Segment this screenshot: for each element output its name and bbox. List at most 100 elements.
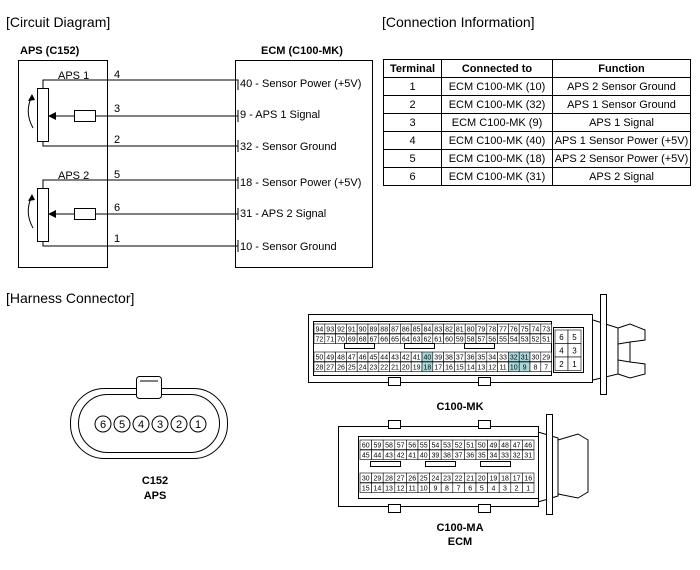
c100-ma-pin-number: 55 [420,443,428,450]
c100-ma-pin-number: 36 [466,453,474,460]
c100-mk-pin-number: 17 [434,365,442,372]
c100-ma-pin-number: 53 [443,443,451,450]
c100-mk-key-slots [344,343,495,349]
table-cell: ECM C100-MK (9) [441,113,553,132]
table-cell: APS 2 Sensor Ground [552,77,691,96]
c100-mk-pin-number: 83 [434,327,442,334]
c100-ma-key-slots [370,461,511,467]
c100-ma-pin-number: 34 [490,453,498,460]
c152-pin [170,415,188,433]
c100-mk-pin-number: 26 [337,365,345,372]
c100-mk-pin-number: 39 [434,355,442,362]
c100-mk-pin-number: 76 [510,327,518,334]
table-cell: 4 [383,131,442,150]
c100-mk-pin-number: 28 [316,365,324,372]
c100-mk-pin-number: 10 [510,365,518,372]
c100-mk-pin-number: 30 [532,355,540,362]
table-cell: ECM C100-MK (40) [441,131,553,150]
c100-mk-side-pin [567,356,582,371]
c100-mk-pin [540,333,552,344]
c100-ma-pin-number: 21 [466,476,474,483]
connection-info-title: [Connection Information] [382,14,535,30]
table-cell: ECM C100-MK (10) [441,77,553,96]
circuit-diagram [18,60,373,268]
c100-mk-pin-number: 13 [478,365,486,372]
c100-mk-pin-number: 34 [488,355,496,362]
c100-mk-pin-number: 61 [434,337,442,344]
c100-mk-pin-number: 42 [402,355,410,362]
aps-header: APS (C152) [20,45,80,57]
c100-ma-pin-number: 16 [524,476,532,483]
c100-ma-pin-number: 19 [490,476,498,483]
c100-ma-pin-number: 37 [455,453,463,460]
c100-mk-pin-number: 24 [359,365,367,372]
c100-mk-pin-number: 81 [456,327,464,334]
c100-mk-pin-number: 55 [499,337,507,344]
c100-mk-pin-number: 38 [445,355,453,362]
ecm-header: ECM (C100-MK) [261,45,343,57]
c100-ma-pin-number: 6 [468,486,472,493]
ecm-pin-10: 10 - Sensor Ground [240,241,337,253]
c100-ma-pin-number: 43 [385,453,393,460]
aps2-potentiometer-icon [27,188,96,242]
c100-mk-pin-number: 15 [456,365,464,372]
c100-ma-pin-number: 14 [374,486,382,493]
c100-mk-side-pin-number: 4 [559,347,564,356]
aps-pin-label: 5 [114,169,121,181]
c100-mk-pin [540,351,552,362]
circuit-diagram-title: [Circuit Diagram] [6,14,111,30]
c100-mk-pin-number: 79 [478,327,486,334]
c100-mk-pin-number: 89 [370,327,378,334]
c152-pin [189,415,207,433]
table-cell: ECM C100-MK (31) [441,167,553,186]
c100-mk-pin-number: 69 [348,337,356,344]
c100-ma-pin-number: 12 [397,486,405,493]
c100-ma-pin-number: 30 [362,476,370,483]
c100-mk-pin-number: 84 [424,327,432,334]
c152-label: C152 [141,475,169,487]
c100-ma-pin-number: 39 [432,453,440,460]
c100-mk-pin-number: 40 [424,355,432,362]
c152-pin-number: 5 [119,419,125,431]
column-header: Function [552,59,691,78]
c100-mk-pin-number: 23 [370,365,378,372]
c100-ma-pin-number: 3 [503,486,507,493]
c100-ma-pin-number: 29 [374,476,382,483]
c100-ma-pin-number: 7 [457,486,461,493]
c100-mk-pin-number: 43 [391,355,399,362]
table-cell: APS 1 Sensor Power (+5V) [552,131,691,150]
table-row: 2 ECM C100-MK (32) APS 1 Sensor Ground [383,95,691,114]
c100-ma-pin [522,482,535,493]
c100-mk-pin-number: 41 [413,355,421,362]
c100-ma-pin-number: 25 [420,476,428,483]
c100-ma-pin-number: 8 [445,486,449,493]
c100-mk-pin-number: 85 [413,327,421,334]
aps1-potentiometer-icon [27,88,96,142]
c100-ma-pin-number: 50 [478,443,486,450]
ecm-pin-9: 9 - APS 1 Signal [240,109,321,121]
connection-table: Terminal Connected to Function 1 ECM C10… [383,59,691,186]
c100-mk-pin-number: 20 [402,365,410,372]
c100-mk-pin-number: 78 [488,327,496,334]
table-row: 1 ECM C100-MK (10) APS 2 Sensor Ground [383,77,691,96]
c100-mk-pin-number: 94 [316,327,324,334]
table-cell: 6 [383,167,442,186]
c100-ma-pin-number: 57 [397,443,405,450]
c100-ma-pin-number: 46 [524,443,532,450]
c100-mk-pin-number: 25 [348,365,356,372]
table-cell: ECM C100-MK (32) [441,95,553,114]
table-cell: 5 [383,149,442,168]
c100-mk-pin [540,323,552,334]
c100-ma-pin-number: 40 [420,453,428,460]
table-cell: 2 [383,95,442,114]
c100-mk-pin-number: 12 [488,365,496,372]
c100-mk-pin-number: 74 [532,327,540,334]
c100-mk-pin-number: 62 [424,337,432,344]
c152-pin [151,415,169,433]
c100-mk-pin-number: 16 [445,365,453,372]
c100-mk-pin-number: 77 [499,327,507,334]
